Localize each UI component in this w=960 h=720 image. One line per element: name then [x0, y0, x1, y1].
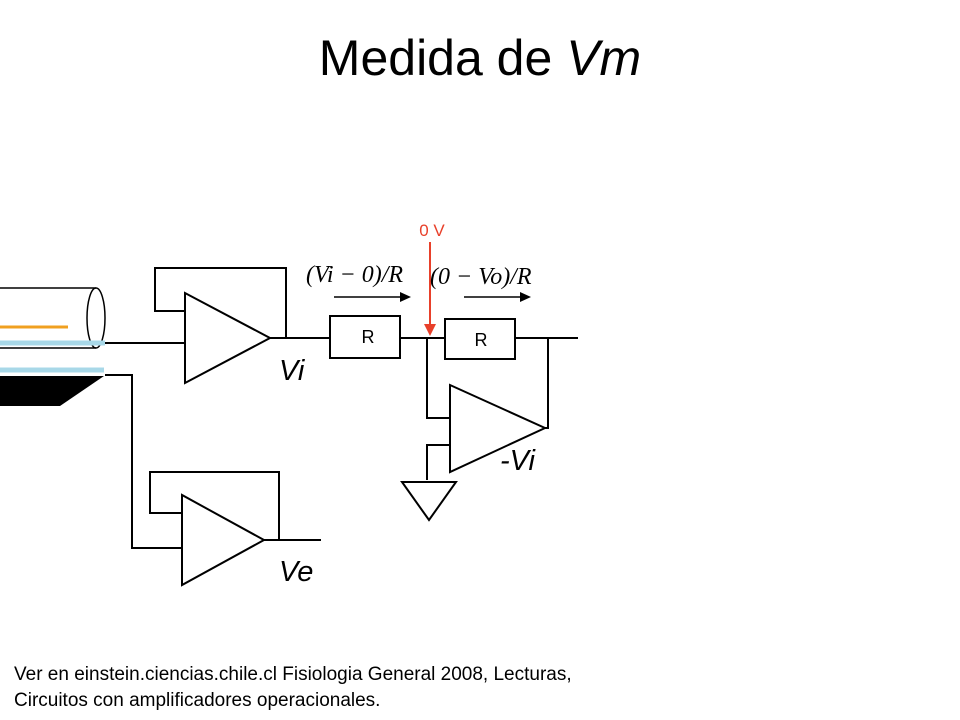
resistor-1-label: R — [362, 327, 375, 347]
opamp-vi — [154, 267, 330, 385]
output-vi-label: Vi — [279, 355, 306, 387]
zero-volt-label: 0 V — [419, 221, 445, 240]
current-1-expression: (Vi − 0)/R — [306, 262, 403, 288]
ground-symbol — [400, 481, 458, 522]
current-2-expression: (0 − Vo)/R — [430, 264, 532, 290]
opamp-ve — [149, 471, 321, 587]
page-title: Medida de Vm — [0, 28, 960, 88]
output-ve-label: Ve — [279, 556, 313, 588]
zero-volt-arrowhead — [424, 324, 436, 336]
resistor-1 — [329, 315, 401, 359]
reference-footer: Ver en einstein.ciencias.chile.cl Fisiol… — [14, 662, 944, 714]
opamp-inverter — [426, 338, 549, 480]
footer-line-1: Ver en einstein.ciencias.chile.cl Fisiol… — [14, 664, 572, 685]
title-emphasis: Vm — [566, 30, 642, 86]
title-prefix: Medida de — [318, 30, 567, 86]
output-neg-vi-label: -Vi — [500, 445, 536, 477]
footer-line-2: Circuitos con amplificadores operacional… — [14, 690, 381, 711]
electrode-drawing — [0, 287, 106, 406]
resistor-2-label: R — [475, 330, 488, 350]
input-wires — [105, 342, 185, 549]
current-arrow-1 — [334, 292, 411, 302]
current-arrow-2 — [464, 292, 531, 302]
resistor-2 — [444, 318, 516, 360]
